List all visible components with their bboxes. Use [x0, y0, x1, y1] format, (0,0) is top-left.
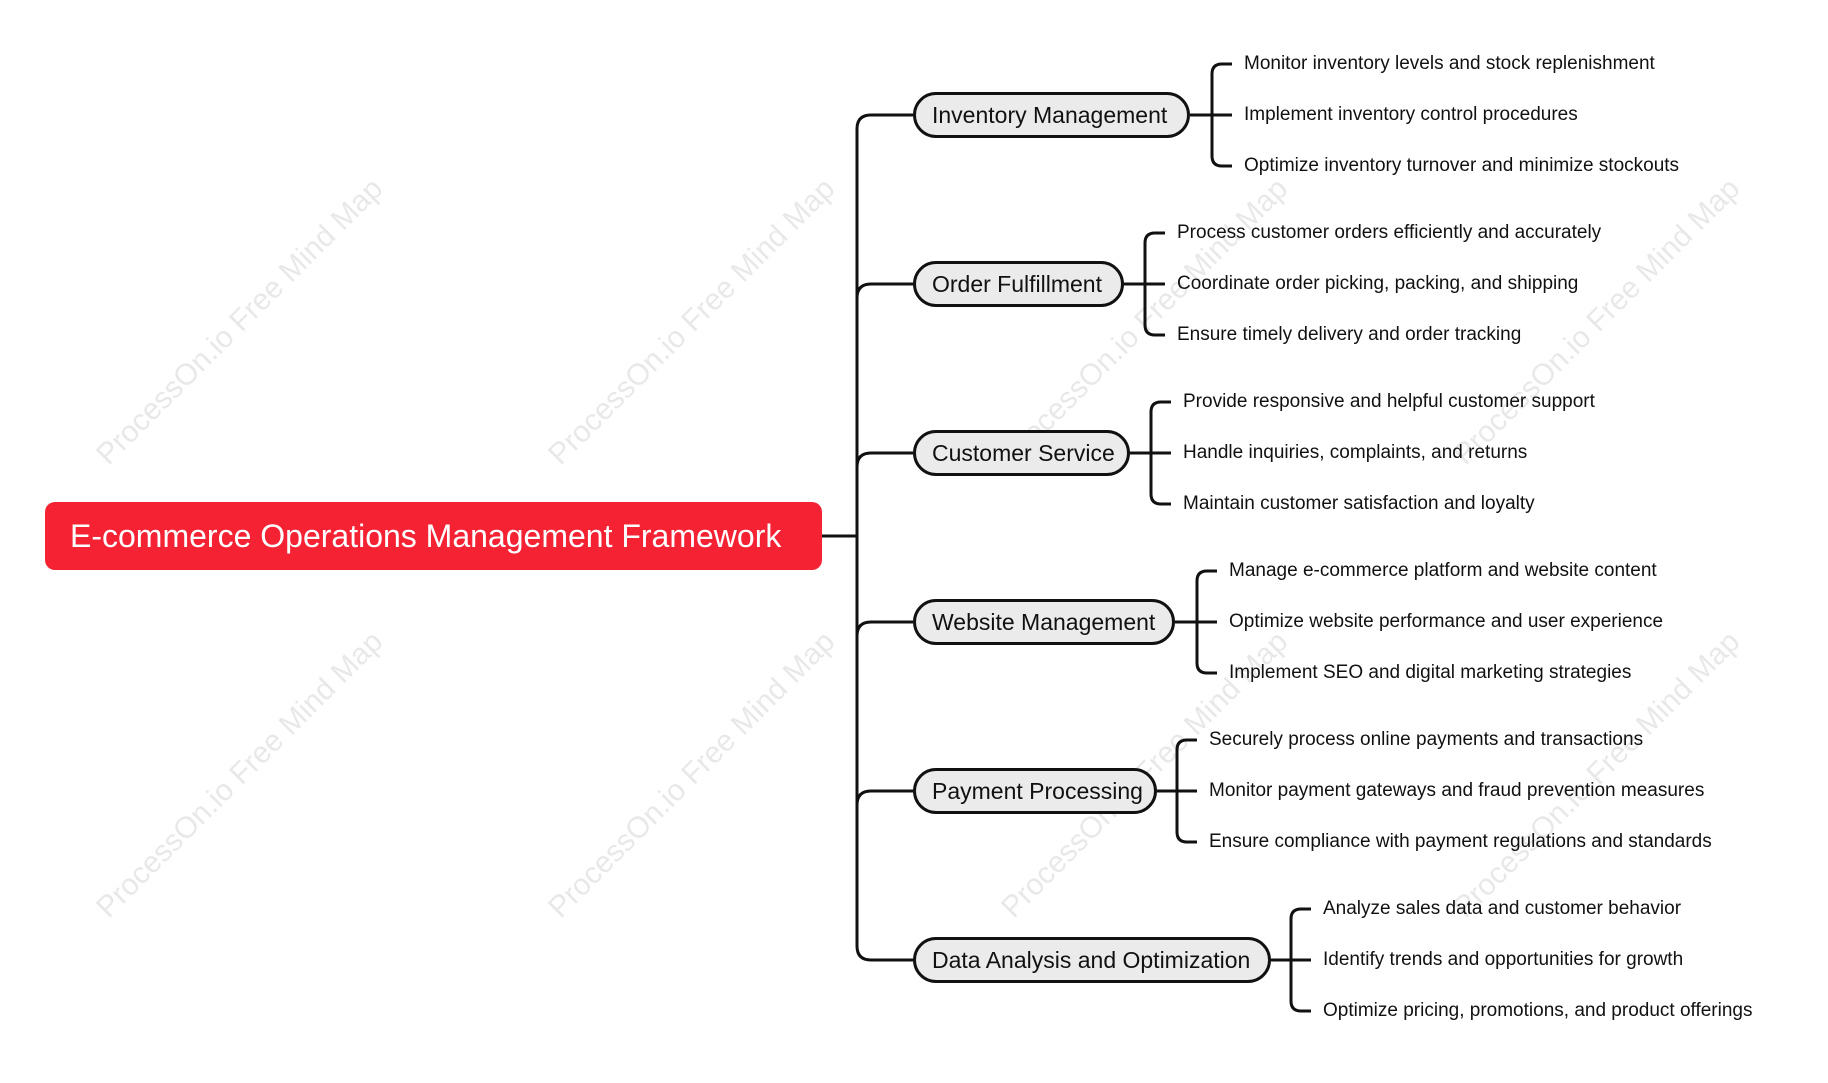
- branch-label: Data Analysis and Optimization: [932, 946, 1251, 973]
- leaf-item[interactable]: Manage e-commerce platform and website c…: [1229, 560, 1657, 581]
- branch-order-fulfillment[interactable]: Order Fulfillment: [913, 261, 1124, 307]
- leaf-item[interactable]: Ensure timely delivery and order trackin…: [1177, 324, 1522, 345]
- branch-website-management[interactable]: Website Management: [913, 599, 1175, 645]
- leaf-bracket: [1143, 231, 1165, 337]
- leaf-item[interactable]: Monitor inventory levels and stock reple…: [1244, 53, 1655, 74]
- leaf-item[interactable]: Implement SEO and digital marketing stra…: [1229, 662, 1632, 683]
- leaf-item[interactable]: Ensure compliance with payment regulatio…: [1209, 831, 1712, 852]
- branch-label: Order Fulfillment: [932, 270, 1102, 297]
- leaf-item[interactable]: Coordinate order picking, packing, and s…: [1177, 273, 1579, 294]
- branch-label: Customer Service: [932, 439, 1115, 466]
- leaf-item[interactable]: Securely process online payments and tra…: [1209, 729, 1644, 750]
- leaf-item[interactable]: Process customer orders efficiently and …: [1177, 222, 1602, 243]
- branch-payment-processing[interactable]: Payment Processing: [913, 768, 1157, 814]
- leaf-item[interactable]: Optimize pricing, promotions, and produc…: [1323, 1000, 1753, 1021]
- branch-data-analysis-and-optimization[interactable]: Data Analysis and Optimization: [913, 937, 1271, 983]
- leaf-item[interactable]: Analyze sales data and customer behavior: [1323, 898, 1682, 919]
- branch-label: Inventory Management: [932, 101, 1168, 128]
- leaf-bracket: [1195, 569, 1217, 675]
- branch-label: Website Management: [932, 608, 1156, 635]
- branch-label: Payment Processing: [932, 777, 1143, 804]
- leaf-item[interactable]: Provide responsive and helpful customer …: [1183, 391, 1595, 412]
- branch-connector: [855, 282, 913, 299]
- leaf-item[interactable]: Optimize inventory turnover and minimize…: [1244, 155, 1680, 176]
- leaf-bracket: [1149, 400, 1171, 506]
- leaf-item[interactable]: Monitor payment gateways and fraud preve…: [1209, 780, 1705, 801]
- leaf-item[interactable]: Identify trends and opportunities for gr…: [1323, 949, 1684, 970]
- branch-connector: [855, 789, 913, 806]
- leaf-bracket: [1289, 907, 1311, 1013]
- trunk-connector: [855, 113, 913, 962]
- leaf-item[interactable]: Implement inventory control procedures: [1244, 104, 1578, 125]
- leaf-item[interactable]: Maintain customer satisfaction and loyal…: [1183, 493, 1535, 514]
- branch-connector: [855, 620, 913, 637]
- root-topic[interactable]: E-commerce Operations Management Framewo…: [45, 502, 822, 570]
- root-topic-label: E-commerce Operations Management Framewo…: [70, 517, 782, 554]
- leaf-item[interactable]: Optimize website performance and user ex…: [1229, 611, 1664, 632]
- branch-inventory-management[interactable]: Inventory Management: [913, 92, 1190, 138]
- leaf-bracket: [1210, 62, 1232, 168]
- leaf-item[interactable]: Handle inquiries, complaints, and return…: [1183, 442, 1528, 463]
- leaf-bracket: [1175, 738, 1197, 844]
- branch-customer-service[interactable]: Customer Service: [913, 430, 1130, 476]
- branch-connector: [855, 451, 913, 468]
